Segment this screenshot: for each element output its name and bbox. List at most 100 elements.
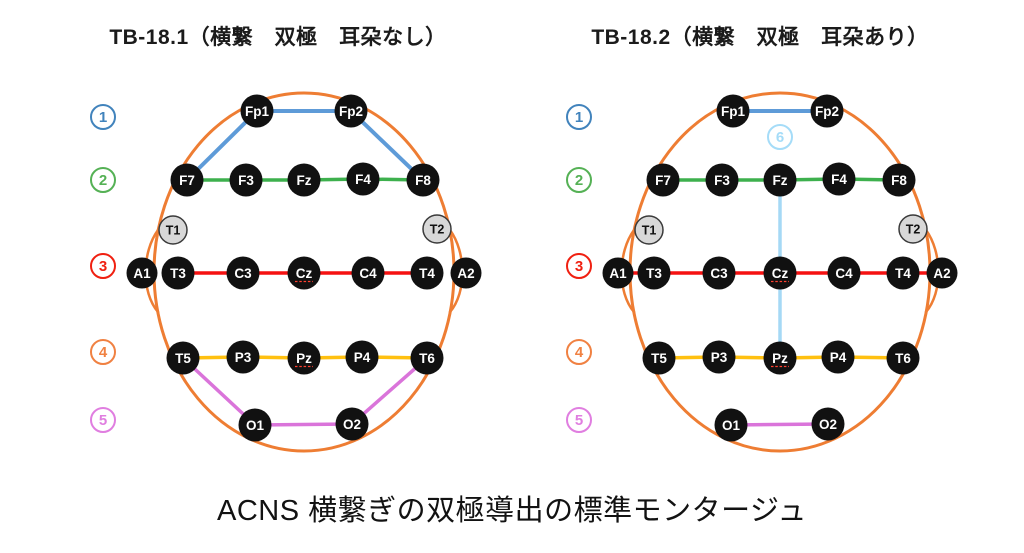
- c3-label: C3: [710, 266, 728, 281]
- p3-label: P3: [711, 350, 728, 365]
- p3-circle: [226, 340, 260, 374]
- f7-circle: [646, 163, 680, 197]
- electrode-fp2: Fp2: [810, 94, 844, 128]
- t5-label: T5: [175, 351, 191, 366]
- t6-circle: [410, 341, 444, 375]
- f4-label: F4: [831, 172, 847, 187]
- electrode-t4: T4: [410, 256, 444, 290]
- electrode-o2: O2: [811, 407, 845, 441]
- f8-circle: [406, 163, 440, 197]
- f3-label: F3: [714, 173, 730, 188]
- t1-label: T1: [642, 224, 657, 238]
- chain-label-5-number: 5: [575, 412, 583, 429]
- t2-label: T2: [906, 223, 921, 237]
- electrode-o2: O2: [335, 407, 369, 441]
- chain-label-1-circle: [90, 104, 116, 130]
- chain-label-1: 1: [566, 104, 592, 130]
- chain-label-5: 5: [566, 407, 592, 433]
- c4-circle: [827, 256, 861, 290]
- fp2-circle: [334, 94, 368, 128]
- electrode-f7: F7: [170, 163, 204, 197]
- f3-circle: [229, 163, 263, 197]
- figure-caption: ACNS 横繋ぎの双極導出の標準モンタージュ: [216, 495, 808, 527]
- p3-label: P3: [235, 350, 252, 365]
- p4-circle: [345, 340, 379, 374]
- electrode-t3: T3: [161, 256, 195, 290]
- cz-label: Cz: [296, 266, 313, 281]
- connection-o2-t6: [350, 356, 429, 426]
- chain-label-3: 3: [566, 253, 592, 279]
- electrode-t3: T3: [637, 256, 671, 290]
- o1-label: O1: [246, 418, 265, 433]
- electrode-fp1: Fp1: [716, 94, 750, 128]
- t6-label: T6: [419, 351, 435, 366]
- fp2-label: Fp2: [815, 104, 839, 119]
- f8-label: F8: [415, 173, 431, 188]
- t5-circle: [166, 341, 200, 375]
- t3-circle: [637, 256, 671, 290]
- electrode-f4: F4: [822, 162, 856, 196]
- electrode-o1: O1: [238, 408, 272, 442]
- electrode-fp2: Fp2: [334, 94, 368, 128]
- f3-label: F3: [238, 173, 254, 188]
- electrode-fp1: Fp1: [240, 94, 274, 128]
- electrode-cz: Cz: [763, 256, 797, 290]
- t3-circle: [161, 256, 195, 290]
- electrode-p4: P4: [345, 340, 379, 374]
- chain-label-1-number: 1: [575, 109, 583, 126]
- electrode-t5: T5: [166, 341, 200, 375]
- fz-label: Fz: [297, 173, 312, 188]
- p4-label: P4: [354, 350, 371, 365]
- electrode-t1: T1: [158, 215, 188, 245]
- electrode-fz: Fz: [287, 163, 321, 197]
- chain-label-3-number: 3: [99, 258, 107, 275]
- electrode-a2: A2: [450, 257, 482, 289]
- o2-circle: [335, 407, 369, 441]
- electrode-p4: P4: [821, 340, 855, 374]
- electrode-fz: Fz: [763, 163, 797, 197]
- electrode-t6: T6: [410, 341, 444, 375]
- f8-circle: [882, 163, 916, 197]
- fp1-label: Fp1: [245, 104, 269, 119]
- chain-label-3-number: 3: [575, 258, 583, 275]
- pz-label: Pz: [296, 351, 312, 366]
- f4-label: F4: [355, 172, 371, 187]
- electrode-p3: P3: [702, 340, 736, 374]
- fp1-circle: [716, 94, 750, 128]
- t2-label: T2: [430, 223, 445, 237]
- chain-label-5-circle: [90, 407, 116, 433]
- o1-label: O1: [722, 418, 741, 433]
- chain-label-2-circle: [566, 167, 592, 193]
- fp1-circle: [240, 94, 274, 128]
- chain-label-2: 2: [90, 167, 116, 193]
- chain-label-4-circle: [566, 339, 592, 365]
- electrode-pz: Pz: [287, 341, 321, 375]
- fp2-circle: [810, 94, 844, 128]
- t4-label: T4: [419, 266, 435, 281]
- t1-label: T1: [166, 224, 181, 238]
- o1-circle: [238, 408, 272, 442]
- chain-label-5-circle: [566, 407, 592, 433]
- electrode-a1: A1: [602, 257, 634, 289]
- c3-circle: [226, 256, 260, 290]
- t4-circle: [410, 256, 444, 290]
- chain-label-4: 4: [566, 339, 592, 365]
- fz-label: Fz: [773, 173, 788, 188]
- t2-circle: [898, 214, 928, 244]
- f7-circle: [170, 163, 204, 197]
- chain-label-3: 3: [90, 253, 116, 279]
- t3-label: T3: [646, 266, 662, 281]
- chain-label-2-number: 2: [575, 172, 583, 189]
- electrode-a1: A1: [126, 257, 158, 289]
- chain-label-6-circle: [767, 124, 793, 150]
- a2-label: A2: [933, 266, 950, 281]
- chain-label-3-circle: [90, 253, 116, 279]
- c3-label: C3: [234, 266, 252, 281]
- a2-circle: [926, 257, 958, 289]
- chain-label-3-circle: [566, 253, 592, 279]
- electrode-f8: F8: [882, 163, 916, 197]
- f3-circle: [705, 163, 739, 197]
- electrode-c3: C3: [226, 256, 260, 290]
